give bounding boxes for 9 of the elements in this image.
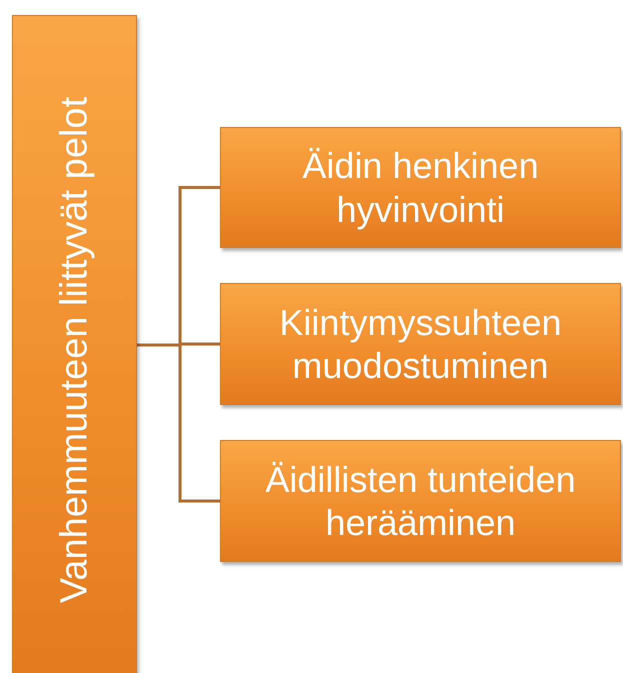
box-label: Äidillisten tunteiden herääminen [264,458,577,544]
box-label: Kiintymyssuhteen muodostuminen [278,300,563,388]
box-label: Äidin henkinen hyvinvointi [301,144,540,231]
category-box [220,283,621,405]
category-box [220,440,621,562]
connector-line [137,344,220,502]
category-box [220,127,621,248]
vertical-title-bar [12,15,137,673]
vertical-heading: Vanhemmuuteen liittyvät pelot [52,96,96,606]
